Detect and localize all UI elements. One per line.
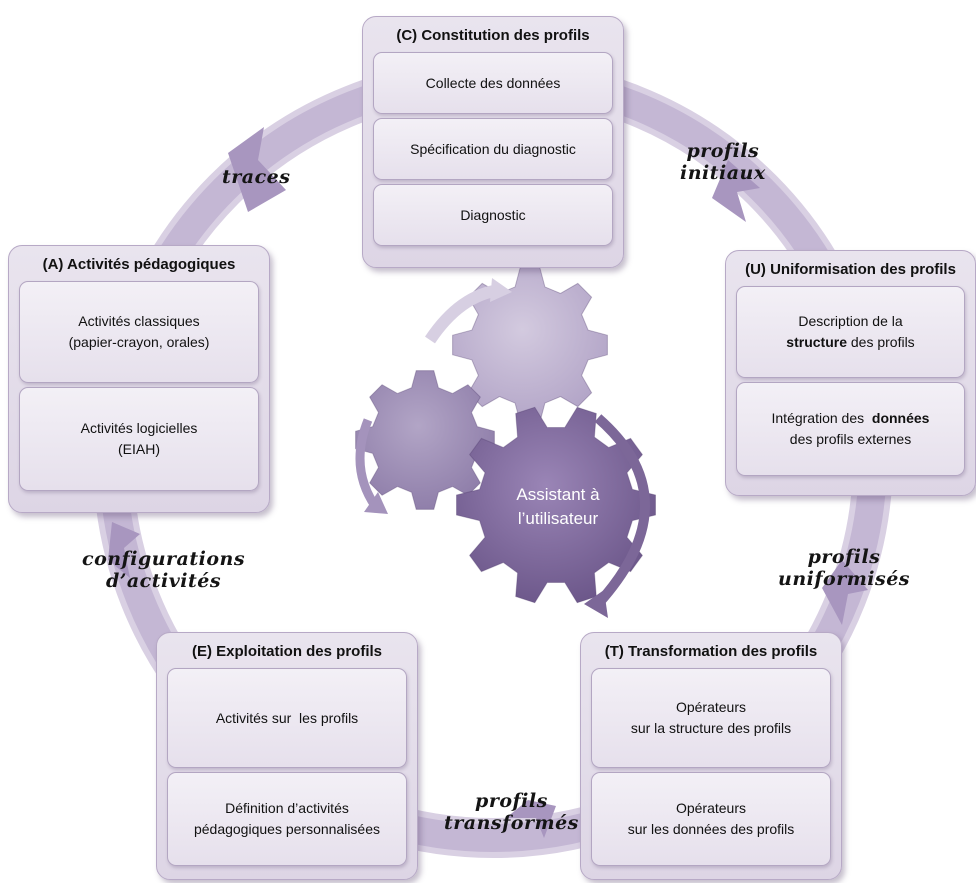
- center-label-line1: Assistant à: [516, 485, 600, 504]
- item-specification: Spécification du diagnostic: [373, 118, 613, 180]
- panel-title: (C) Constitution des profils: [396, 27, 590, 44]
- panel-constitution: (C) Constitution des profils Collecte de…: [362, 16, 624, 268]
- item-activites-classiques: Activités classiques (papier-crayon, ora…: [19, 281, 259, 383]
- arrow-right: [594, 414, 650, 608]
- item-diagnostic: Diagnostic: [373, 184, 613, 246]
- item-activites-sur-profils: Activités sur les profils: [167, 668, 407, 768]
- panel-transformation: (T) Transformation des profils Opérateur…: [580, 632, 842, 880]
- ring-arrow-uniformises: [822, 560, 868, 625]
- flow-label-traces: traces: [222, 166, 291, 188]
- panel-title: (E) Exploitation des profils: [191, 643, 382, 660]
- item-description-structure: Description de la structure des profils: [736, 286, 965, 378]
- flow-label-profils-uniformises: profils uniformisés: [778, 546, 911, 590]
- center-gear-label: Assistant à l’utilisateur: [498, 483, 618, 531]
- item-integration-donnees: Intégration des données des profils exte…: [736, 382, 965, 476]
- gear-left: [355, 370, 495, 510]
- ring-arrow-initiaux: [712, 160, 760, 222]
- center-label-line2: l’utilisateur: [517, 509, 599, 528]
- flow-label-profils-initiaux: profils initiaux: [680, 140, 766, 184]
- panel-uniformisation: (U) Uniformisation des profils Descripti…: [725, 250, 976, 496]
- gear-top: [452, 267, 608, 423]
- flow-label-configurations: configurations d’activités: [82, 548, 246, 592]
- item-activites-logicielles: Activités logicielles (EIAH): [19, 387, 259, 491]
- item-operateurs-donnees: Opérateurs sur les données des profils: [591, 772, 831, 866]
- ring-arrow-configurations: [108, 522, 140, 578]
- item-operateurs-structure: Opérateurs sur la structure des profils: [591, 668, 831, 768]
- panel-title: (U) Uniformisation des profils: [745, 261, 956, 278]
- panel-title: (A) Activités pédagogiques: [42, 256, 236, 273]
- ring-arrow-transformes: [506, 800, 556, 838]
- ring-arrow-traces: [228, 127, 286, 212]
- item-collecte: Collecte des données: [373, 52, 613, 114]
- item-definition-activites: Définition d’activités pédagogiques pers…: [167, 772, 407, 866]
- gear-center: [456, 406, 656, 604]
- panel-exploitation: (E) Exploitation des profils Activités s…: [156, 632, 418, 880]
- panel-activites: (A) Activités pédagogiques Activités cla…: [8, 245, 270, 513]
- panel-title: (T) Transformation des profils: [604, 643, 818, 660]
- flow-label-profils-transformes: profils transformés: [444, 790, 579, 834]
